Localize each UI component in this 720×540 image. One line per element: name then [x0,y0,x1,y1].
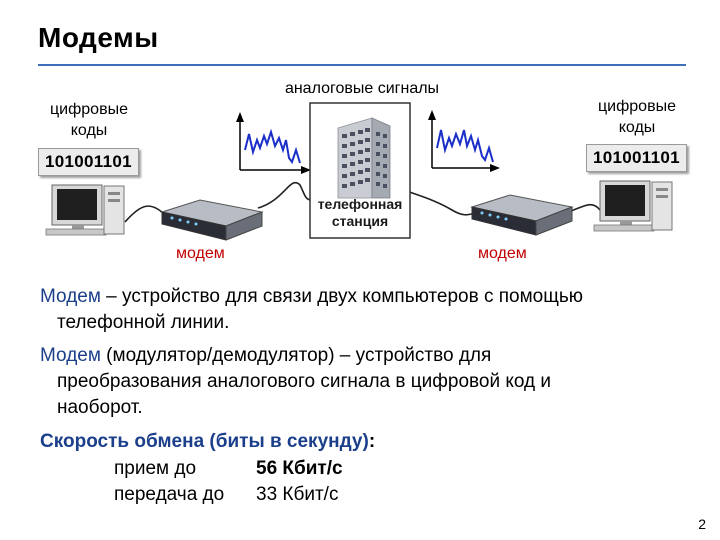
analog-signals-label: аналоговые сигналы [284,80,440,97]
speed-transmit-value: 33 Кбит/с [256,484,339,505]
digital-code-right: 101001101 [586,144,687,172]
digital-codes-right-line2: коды [618,119,656,136]
computer-left [45,184,125,236]
title-underline [38,64,686,66]
digital-codes-right-line1: цифровые [598,98,676,115]
station-label-line1: телефонная [317,196,403,212]
cable-right-computer [567,203,601,213]
p1-line2: телефонной линии. [57,312,230,333]
cable-left-line [257,182,313,209]
p1-line1: – устройство для связи двух компьютеров … [100,286,584,307]
speed-heading-colon: : [368,431,376,452]
term-modem-1: Модем [40,286,101,307]
speed-heading-text: Скорость обмена (биты в секунду) [40,431,369,452]
digital-code-left: 101001101 [38,148,139,176]
speed-transmit-label: передача до [114,484,225,505]
term-modem-2: Модем [40,345,101,366]
digital-codes-left-label: цифровые коды [34,99,144,141]
cable-right-line [403,189,481,216]
p2-line3: наоборот. [57,397,143,418]
modem-right-device [470,194,574,236]
computer-right [593,180,673,232]
speed-heading: Скорость обмена (биты в секунду): [40,429,375,455]
page-number: 2 [698,516,706,532]
analog-signal-left-graph [236,112,311,174]
analog-wave-right [436,129,494,163]
definition-paragraph-2: Модем (модулятор/демодулятор) – устройст… [40,343,700,421]
digital-codes-left-line1: цифровые [50,101,128,118]
network-diagram [45,102,673,241]
digital-codes-right-label: цифровые коды [582,96,692,138]
digital-codes-left-line2: коды [70,122,108,139]
p2-line1: (модулятор/демодулятор) – устройство для [100,345,492,366]
cable-left-computer [124,205,166,223]
p2-line2: преобразования аналогового сигнала в циф… [57,371,552,392]
page-title: Модемы [38,22,159,53]
telephone-station [309,102,411,239]
modem-right-label: модем [478,245,527,262]
speed-receive-label: прием до [114,458,197,479]
telephone-station-label: телефонная станция [310,196,410,230]
definition-paragraph-1: Модем – устройство для связи двух компью… [40,284,700,336]
analog-wave-left [244,128,301,165]
speed-receive-value: 56 Кбит/с [256,458,343,479]
modem-left-device [160,199,264,241]
analog-signal-right-graph [428,110,500,172]
station-label-line2: станция [331,213,389,229]
modem-left-label: модем [176,245,225,262]
